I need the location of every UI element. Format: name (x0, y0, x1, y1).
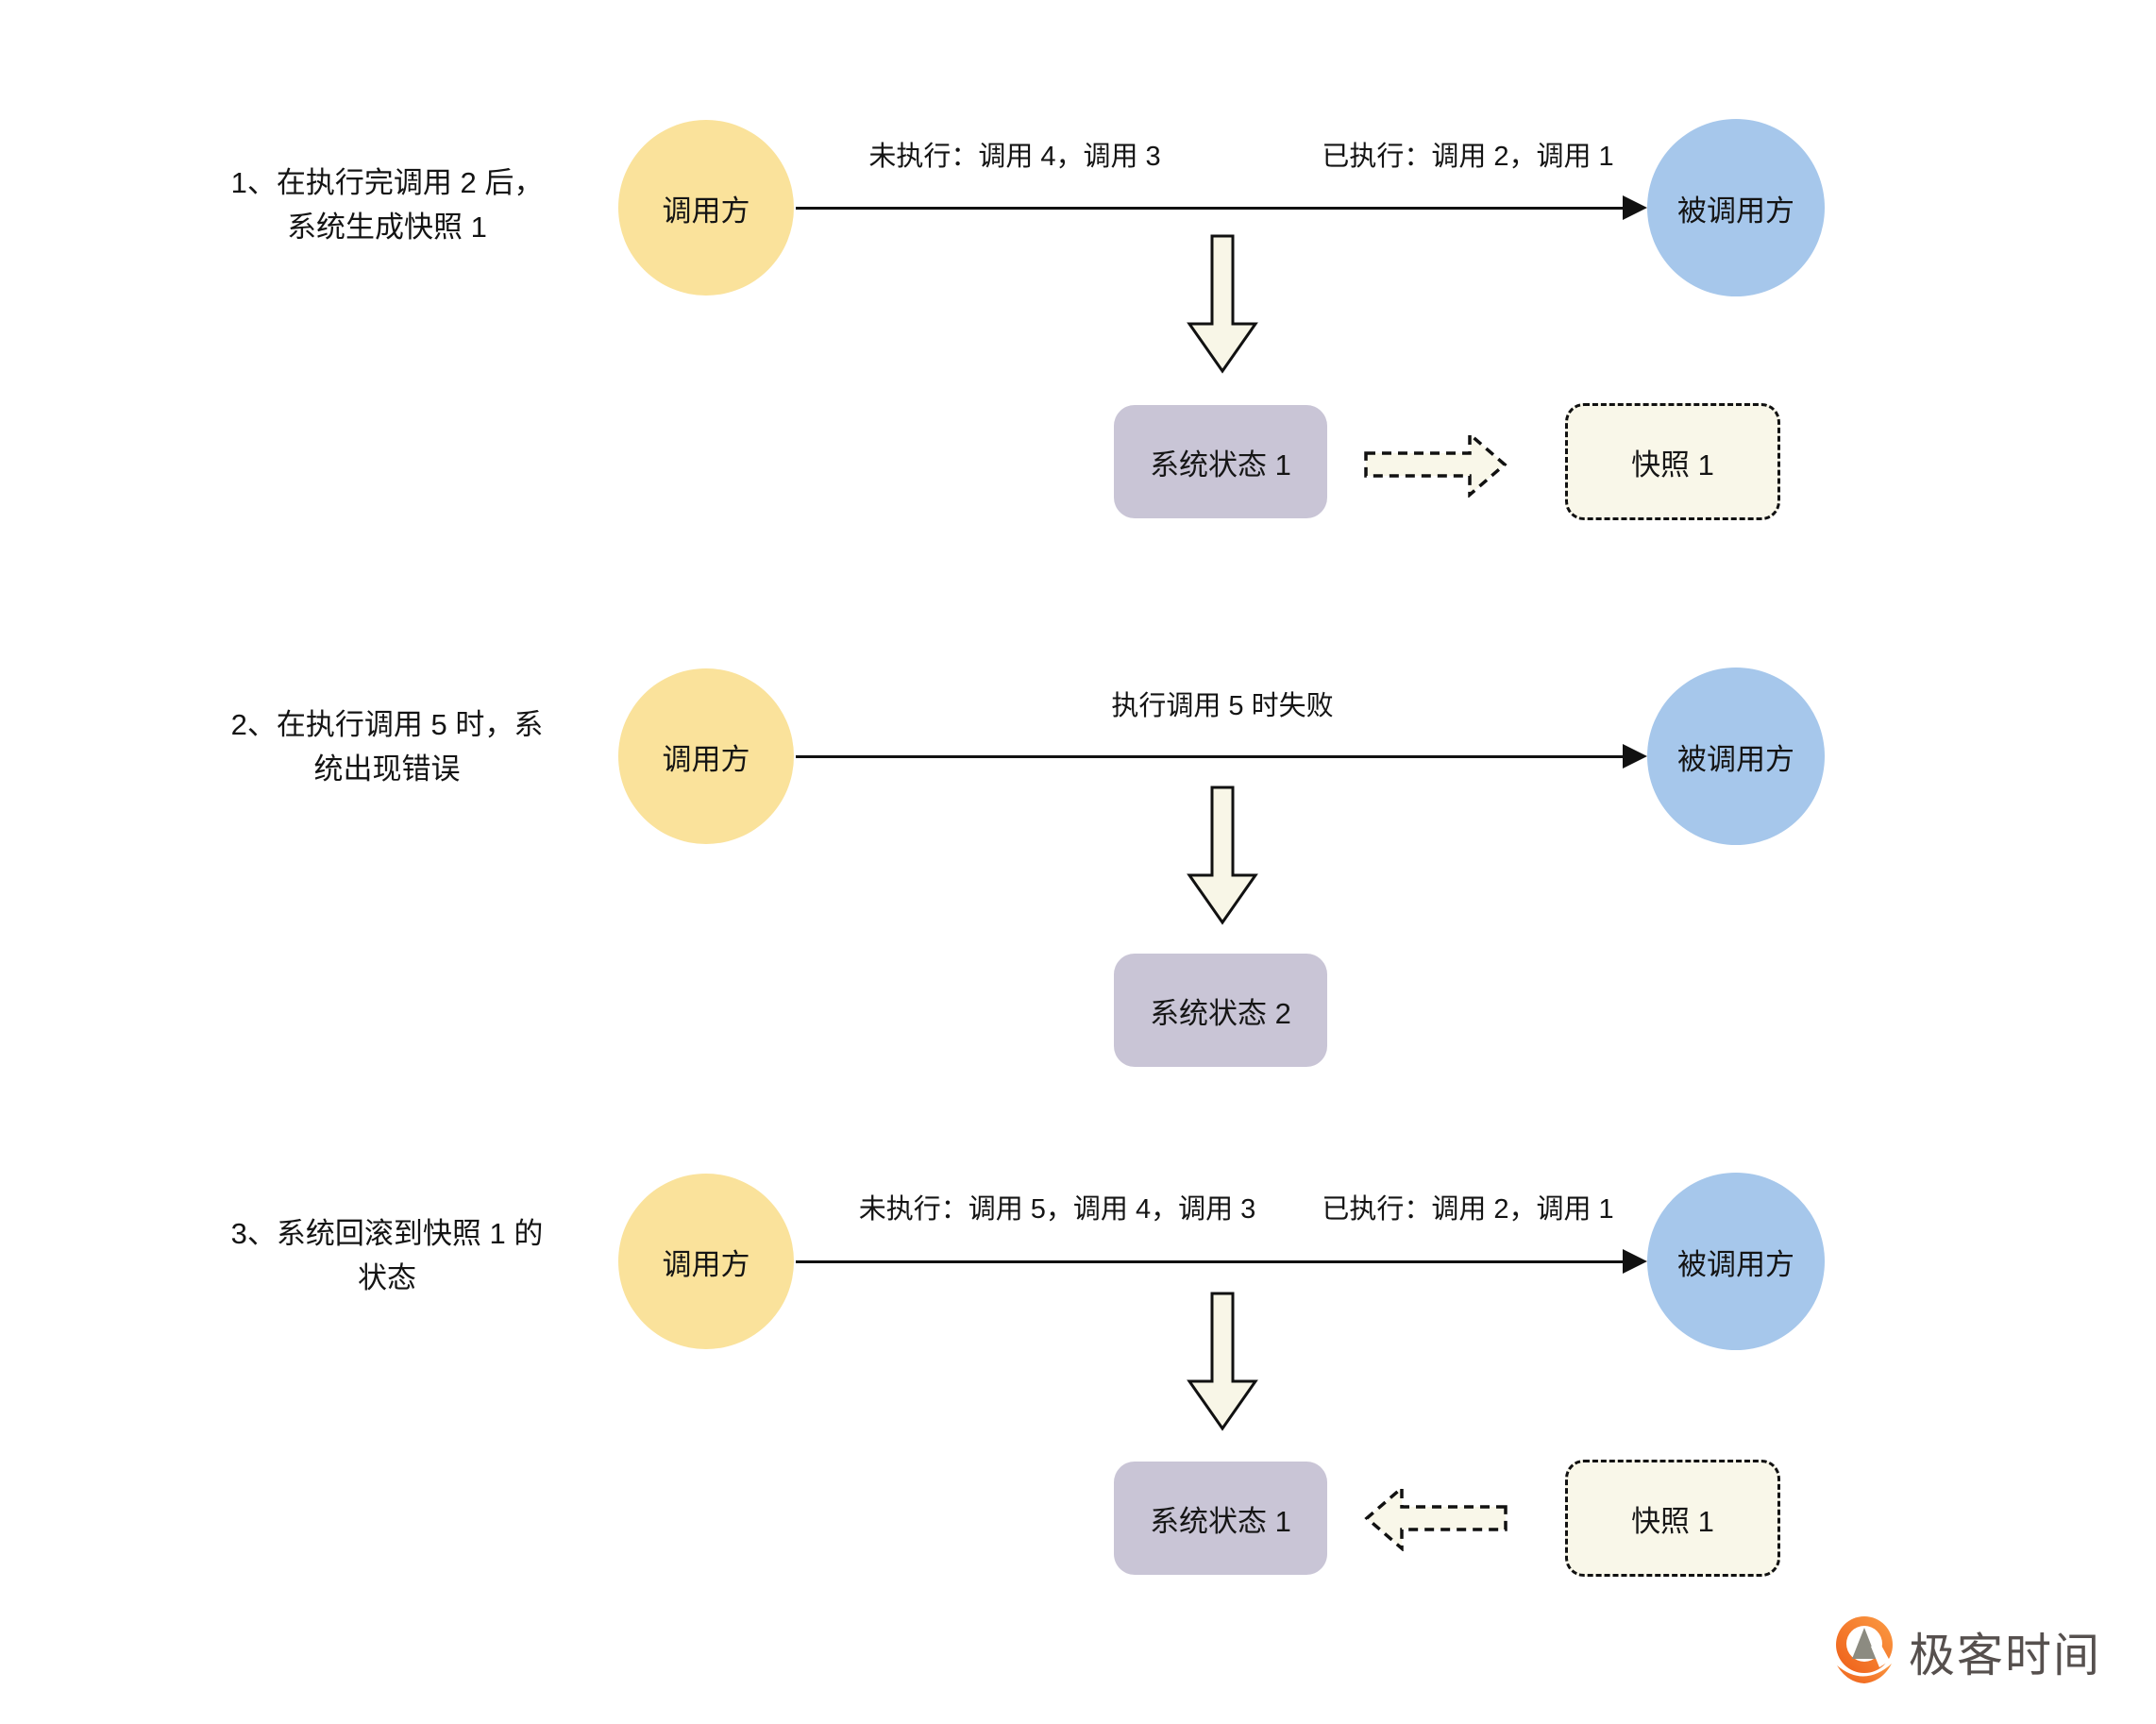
step-1-description: 1、在执行完调用 2 后， 系统生成快照 1 (142, 161, 632, 249)
caller-node: 调用方 (618, 668, 794, 844)
down-arrow-icon (1187, 1292, 1258, 1431)
dashed-right-arrow-icon (1364, 431, 1508, 498)
failed-call-label: 执行调用 5 时失败 (1111, 691, 1334, 721)
geektime-logo-text: 极客时间 (1909, 1630, 2102, 1682)
step-3-description: 3、系统回滚到快照 1 的 状态 (142, 1211, 632, 1300)
callee-node: 被调用方 (1647, 119, 1825, 296)
executed-calls-label: 已执行：调用 2，调用 1 (1322, 1194, 1614, 1225)
executed-calls-label: 已执行：调用 2，调用 1 (1322, 142, 1614, 172)
caller-node: 调用方 (618, 1174, 794, 1349)
call-arrow-line (796, 755, 1625, 758)
caller-node: 调用方 (618, 120, 794, 296)
callee-node: 被调用方 (1647, 1173, 1825, 1350)
geektime-logo: 极客时间 (1829, 1614, 2101, 1688)
system-state-box: 系统状态 1 (1114, 1462, 1327, 1575)
snapshot-box: 快照 1 (1565, 1460, 1780, 1577)
system-state-box: 系统状态 1 (1114, 405, 1327, 518)
geektime-logo-icon (1836, 1616, 1893, 1683)
step-1-line1: 1、在执行完调用 2 后， (230, 166, 544, 199)
step-2-line2: 统出现错误 (313, 752, 461, 786)
step-2-description: 2、在执行调用 5 时，系 统出现错误 (142, 702, 632, 791)
call-arrowhead-icon (1623, 195, 1647, 220)
callee-node: 被调用方 (1647, 668, 1825, 845)
snapshot-box: 快照 1 (1565, 403, 1780, 520)
call-arrow-line (796, 207, 1625, 210)
call-arrowhead-icon (1623, 744, 1647, 769)
step-3-line1: 3、系统回滚到快照 1 的 (230, 1217, 544, 1250)
pending-calls-label: 未执行：调用 4，调用 3 (868, 142, 1161, 172)
call-arrowhead-icon (1623, 1249, 1647, 1274)
down-arrow-icon (1187, 786, 1258, 925)
step-1-line2: 系统生成快照 1 (287, 211, 487, 244)
dashed-left-arrow-icon (1364, 1485, 1508, 1551)
step-2-line1: 2、在执行调用 5 时，系 (230, 708, 544, 741)
system-state-box: 系统状态 2 (1114, 954, 1327, 1067)
call-arrow-line (796, 1260, 1625, 1263)
pending-calls-label: 未执行：调用 5，调用 4，调用 3 (858, 1194, 1256, 1225)
down-arrow-icon (1187, 234, 1258, 374)
step-3-line2: 状态 (358, 1261, 416, 1294)
